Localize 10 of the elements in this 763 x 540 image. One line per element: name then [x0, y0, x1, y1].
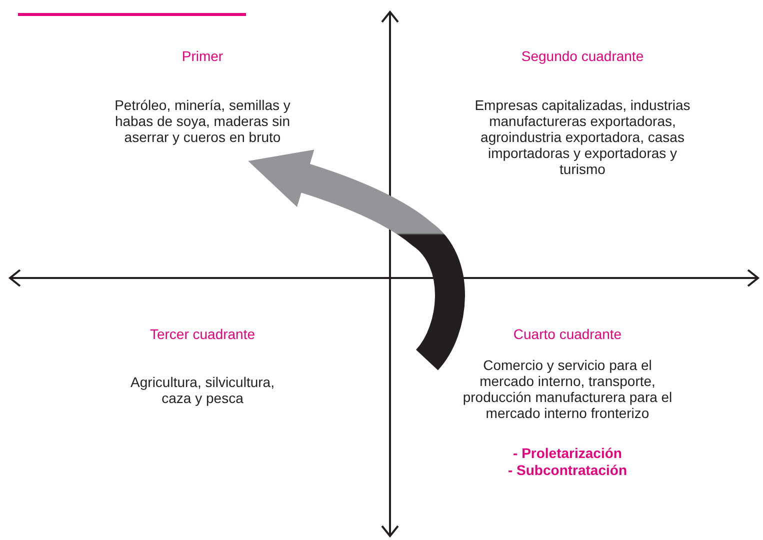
quadrant-description: Petróleo, minería, semillas y habas de soya, maderas sin aserrar y cueros en bruto [114, 97, 292, 145]
quadrant-heading: Primer [182, 48, 224, 65]
quadrant-description: Agricultura, silvicultura, caza y pesca [130, 374, 276, 406]
list-item: - Proletarización [513, 445, 622, 462]
quadrant-description: Comercio y servicio para el mercado interno, transporte, producción manufacturera para el mercado interno fronterizo [462, 357, 674, 421]
quadrant-heading: Tercer cuadrante [150, 326, 256, 343]
quadrant-heading: Cuarto cuadrante [513, 326, 622, 343]
list-item: - Subcontratación [508, 462, 627, 479]
quadrant-description: Empresas capitalizadas, industrias manufactureras exportadoras, agroindustria exportadora, casas importadoras y exportadoras y turismo [474, 97, 692, 177]
quadrant-heading: Segundo cuadrante [521, 48, 644, 65]
